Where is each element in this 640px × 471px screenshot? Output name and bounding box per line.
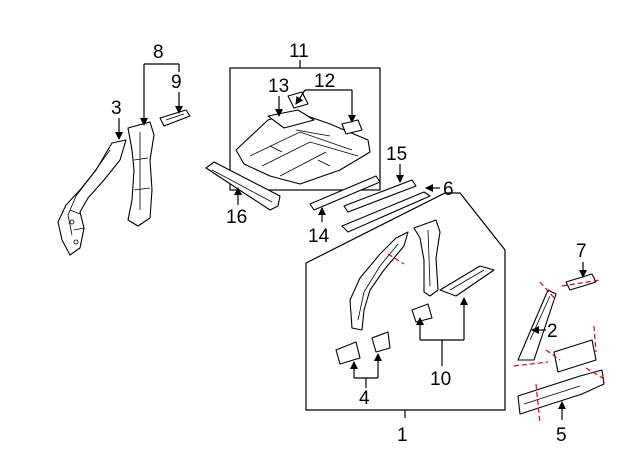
part-5-rocker-panel xyxy=(517,367,607,425)
part-1-b-pillar-inner xyxy=(413,219,441,297)
callout-6: 6 xyxy=(443,179,454,200)
callout-12: 12 xyxy=(314,71,335,92)
callout-16: 16 xyxy=(226,207,247,228)
part-4-brackets xyxy=(335,331,391,388)
part-8-b-pillar xyxy=(127,63,191,227)
part-6-rail xyxy=(341,184,440,233)
part-2-outer-panel xyxy=(513,281,597,373)
part-7-panel xyxy=(561,262,601,291)
part-15-rail xyxy=(343,164,417,213)
callout-5: 5 xyxy=(556,425,567,446)
part-16-sill xyxy=(205,161,281,211)
callout-1: 1 xyxy=(397,425,408,446)
callout-13: 13 xyxy=(268,76,289,97)
callout-11: 11 xyxy=(289,41,309,62)
assembly-box-1 xyxy=(305,192,506,418)
callout-4: 4 xyxy=(359,388,370,409)
callout-10: 10 xyxy=(430,369,451,390)
callout-7: 7 xyxy=(576,241,587,262)
assembly-box-11 xyxy=(229,60,381,191)
callout-labels: 1 2 3 4 5 6 7 8 9 10 11 12 13 14 15 16 xyxy=(111,41,587,446)
callout-2: 2 xyxy=(547,321,558,342)
part-14-rail xyxy=(309,175,381,222)
part-3-a-pillar xyxy=(57,118,127,256)
callout-3: 3 xyxy=(111,98,122,119)
part-1-a-pillar-inner xyxy=(349,231,409,331)
callout-14: 14 xyxy=(308,226,330,247)
part-11-floor-pan xyxy=(235,89,371,185)
callout-8: 8 xyxy=(153,42,164,63)
callout-15: 15 xyxy=(386,144,407,165)
callout-9: 9 xyxy=(171,72,182,93)
part-10-brackets xyxy=(411,265,495,366)
